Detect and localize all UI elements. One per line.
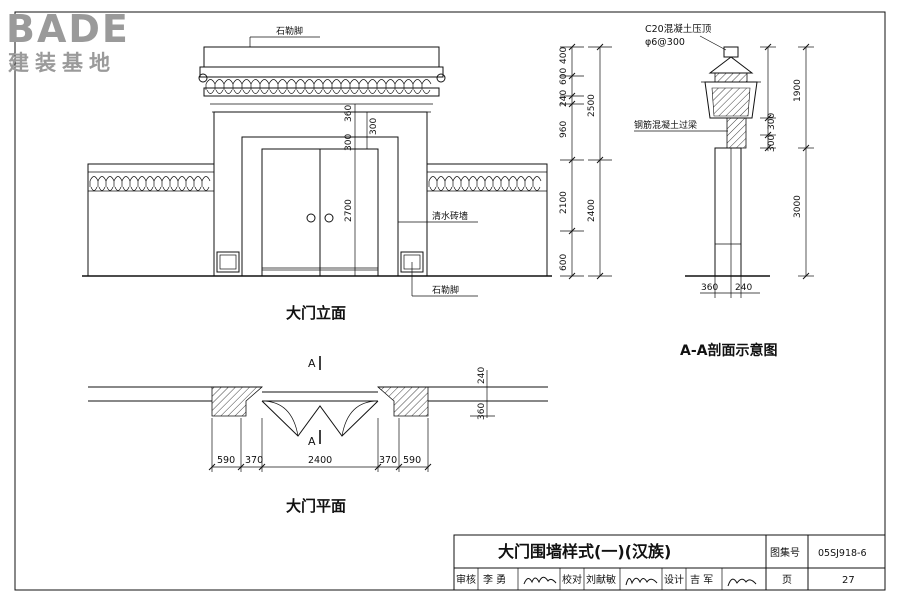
caption-elevation: 大门立面 (286, 304, 346, 322)
section-wall (714, 147, 742, 277)
bade-logo: BADE 建装基地 (6, 7, 130, 75)
logo-brand: BADE (6, 7, 130, 51)
dim-elev-300a: 300 (344, 134, 354, 151)
label-brick-wall: 清水砖墙 (432, 210, 468, 222)
gate-elevation: 石勒脚 清水砖墙 石勒脚 360 300 2700 300 400 600 24… (82, 25, 612, 297)
title-review-label: 审核 (456, 573, 476, 586)
dim-sec-3000: 3000 (793, 195, 803, 218)
drawing-frame (14, 11, 886, 591)
dim-elev-2100: 2100 (559, 191, 569, 214)
dim-plan-370a: 370 (245, 455, 263, 466)
section-a-a: C20混凝土压顶 φ6@300 钢筋混凝土过梁 1900 300 300 300… (634, 23, 814, 298)
dim-sec-300b: 300 (767, 135, 777, 152)
title-design-name: 吉 军 (690, 574, 713, 586)
dim-plan-360: 360 (477, 403, 487, 420)
plan-pier-right (376, 386, 429, 417)
label-plinth-top: 石勒脚 (276, 25, 303, 37)
caption-plan: 大门平面 (286, 497, 346, 515)
dim-sec-1900: 1900 (793, 79, 803, 102)
signature-design (727, 578, 757, 587)
title-design-label: 设计 (664, 573, 684, 586)
dim-plan-240: 240 (477, 367, 487, 384)
title-block: 大门围墙样式(一)(汉族) 图集号 05SJ918-6 审核 李 勇 校对 刘献… (453, 534, 886, 591)
door-knocker-left (306, 213, 316, 223)
label-plinth-bottom: 石勒脚 (432, 284, 459, 296)
gate-plan: A A 590 370 2400 370 590 240 360 (88, 356, 548, 472)
dim-sec-360: 360 (701, 283, 718, 293)
title-review-name: 李 勇 (483, 573, 506, 586)
dim-elev-2500: 2500 (587, 94, 597, 117)
left-wall-tiles (89, 176, 211, 191)
dim-plan-590a: 590 (217, 455, 235, 466)
dim-elev-360: 360 (344, 105, 354, 122)
dim-elev-door-h: 2700 (344, 199, 354, 222)
label-cap-note-1: C20混凝土压顶 (645, 23, 712, 35)
title-page-no: 27 (842, 575, 855, 586)
dim-plan-2400: 2400 (308, 455, 332, 466)
dim-sec-240: 240 (735, 283, 752, 293)
section-mark-top: A (308, 357, 316, 370)
plan-pier-left (211, 386, 264, 417)
title-atlas-label: 图集号 (770, 546, 800, 559)
gate-roof-tiles (205, 79, 432, 94)
dim-plan-590b: 590 (403, 455, 421, 466)
left-wall (87, 163, 215, 277)
gate-ridge (203, 46, 440, 68)
dim-elev-960: 960 (559, 121, 569, 138)
dim-elev-2400: 2400 (587, 199, 597, 222)
section-mark-bottom: A (308, 435, 316, 448)
signature-check (625, 577, 658, 586)
title-check-name: 刘献敏 (586, 573, 616, 586)
dim-elev-300b: 300 (369, 118, 379, 135)
label-lintel-note: 钢筋混凝土过梁 (634, 119, 697, 131)
title-main: 大门围墙样式(一)(汉族) (498, 542, 671, 561)
signature-review (523, 576, 557, 585)
label-cap-note-2: φ6@300 (645, 37, 685, 48)
right-wall-tiles (428, 176, 542, 191)
title-atlas-no: 05SJ918-6 (818, 548, 867, 559)
dim-sec-300a: 300 (767, 113, 777, 130)
title-page-label: 页 (782, 574, 792, 586)
door-knocker-right (324, 213, 334, 223)
dim-elev-600b: 600 (559, 254, 569, 271)
logo-subtitle: 建装基地 (8, 51, 116, 75)
dim-elev-240: 240 (559, 90, 569, 107)
caption-section: A-A剖面示意图 (680, 342, 777, 359)
dim-elev-600: 600 (559, 68, 569, 85)
dim-elev-400: 400 (559, 47, 569, 64)
dim-plan-370b: 370 (379, 455, 397, 466)
title-check-label: 校对 (562, 573, 582, 586)
plinth-stone-left (216, 251, 240, 273)
